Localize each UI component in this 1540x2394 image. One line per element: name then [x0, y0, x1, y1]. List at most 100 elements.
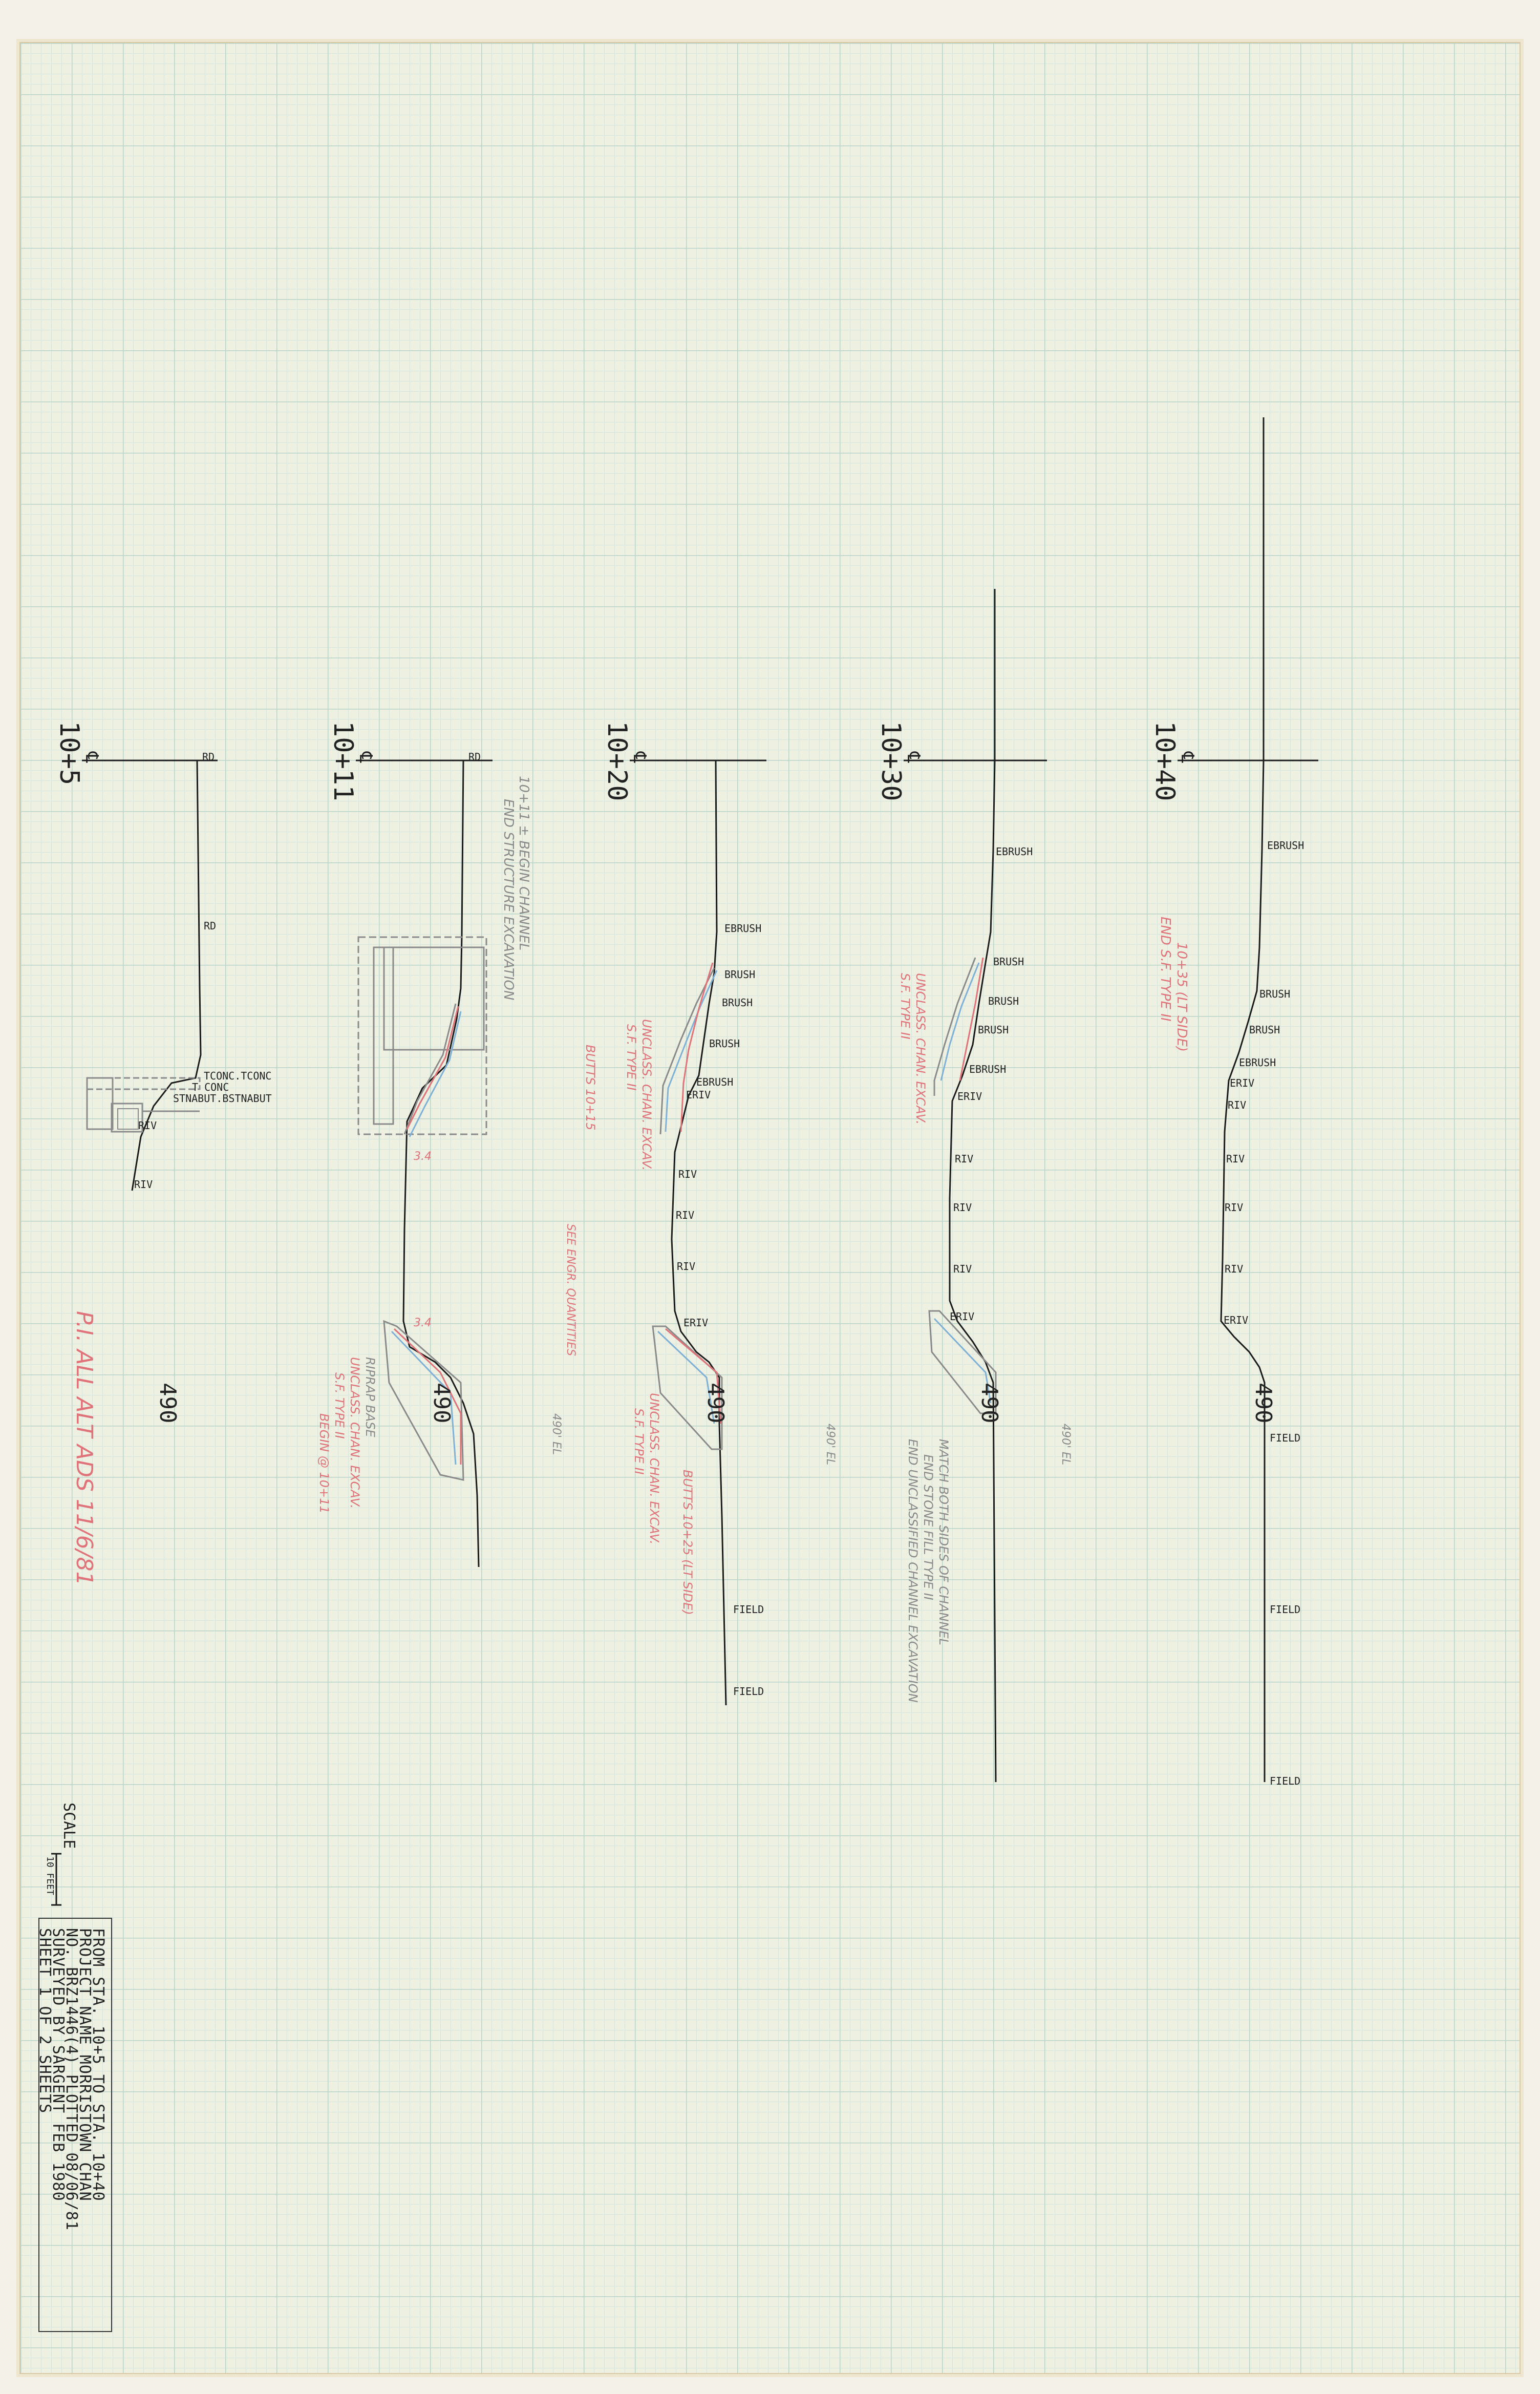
section-10-11: 10+11 ℄ RD 490 10+11 ± BEGIN CHANNEL END…	[317, 721, 563, 1567]
riprap-outline	[409, 1011, 462, 1137]
point-label: RD	[202, 751, 215, 763]
point-label: RIV	[134, 1178, 153, 1191]
point-label: RIV	[953, 1263, 972, 1275]
point-label: RD	[468, 751, 481, 763]
point-label: BRUSH	[978, 1024, 1009, 1036]
point-label: RIV	[1225, 1263, 1243, 1275]
point-label: FIELD	[733, 1685, 764, 1698]
point-label: BRUSH	[988, 995, 1019, 1007]
title-block: FROM STA. 10+5 TO STA. 10+40 PROJECT NAM…	[36, 1918, 112, 2332]
point-label: RIV	[1225, 1201, 1243, 1214]
point-label: ERIV	[686, 1089, 711, 1101]
point-label: BRUSH	[724, 968, 755, 981]
excavation-line	[959, 957, 984, 1081]
riprap-base	[652, 1325, 723, 1450]
handwritten-note: S.F. TYPE II	[898, 973, 912, 1040]
centerline-symbol: ℄	[81, 751, 102, 763]
riprap-base-blue	[657, 1330, 715, 1424]
scale-bar-text: 10 FEET	[45, 1856, 55, 1895]
handwritten-note: 10+11 ± BEGIN CHANNEL	[516, 776, 531, 950]
riprap-outline	[933, 957, 976, 1096]
excavation-line	[406, 1006, 459, 1130]
section-10-40: 10+40 ℄ EBRUSH BRUSH BRUSH EBRUSH ERIV R…	[1149, 417, 1318, 1787]
point-label: ERIV	[683, 1317, 708, 1329]
handwritten-note: MATCH BOTH SIDES OF CHANNEL	[936, 1439, 951, 1645]
elevation-label: 490	[702, 1383, 729, 1423]
handwritten-note: END UNCLASSIFIED CHANNEL EXCAVATION	[906, 1439, 920, 1703]
point-label: STNABUT.BSTNABUT	[173, 1092, 272, 1105]
excavation-line	[665, 1328, 722, 1424]
station-label: 10+5	[54, 721, 84, 785]
wall-outline	[357, 936, 487, 1135]
abutment-outline	[86, 1077, 114, 1130]
section-10-30: 10+30 ℄ EBRUSH BRUSH BRUSH BRUSH EBRUSH …	[875, 589, 1072, 1783]
point-label: FIELD	[1270, 1775, 1300, 1787]
section-10-5: 10+5 ℄ RD RD TCONC.TCONC T CONC STNABUT.…	[54, 721, 272, 1423]
handwritten-note: SEE ENGR. QUANTITIES	[564, 1224, 577, 1356]
excavation-line	[393, 1328, 462, 1465]
section-10-20: 10+20 ℄ EBRUSH BRUSH BRUSH BRUSH EBRUSH …	[564, 721, 837, 1706]
point-label: RIV	[676, 1209, 694, 1221]
point-label: ERIV	[957, 1090, 982, 1103]
point-label: ERIV	[1224, 1314, 1248, 1326]
point-label: RIV	[138, 1119, 157, 1132]
handwritten-note: BEGIN @ 10+11	[317, 1413, 331, 1514]
point-label: T CONC	[192, 1081, 229, 1093]
point-label: EBRUSH	[724, 922, 761, 935]
handwritten-note: UNCLASS. CHAN. EXCAV.	[647, 1393, 661, 1544]
approval-note: P.I. ALL ALT ADS 11/6/81	[71, 1311, 97, 1586]
handwritten-note: 490' EL	[824, 1424, 837, 1465]
riprap-outline	[659, 967, 715, 1135]
point-label: FIELD	[1270, 1603, 1300, 1616]
riprap-outline	[403, 1003, 457, 1135]
ground-profile	[949, 760, 997, 1783]
point-label: EBRUSH	[1239, 1056, 1276, 1069]
handwritten-note: 3.4	[414, 1317, 432, 1329]
point-label: RIV	[955, 1153, 973, 1165]
elevation-label: 490	[976, 1383, 1002, 1423]
elevation-label: 490	[1250, 1383, 1276, 1423]
handwritten-note: S.F. TYPE II	[632, 1408, 646, 1475]
point-label: FIELD	[733, 1603, 764, 1616]
station-label: 10+30	[875, 721, 906, 801]
handwritten-note: BUTTS 10+25 (LT SIDE)	[680, 1470, 695, 1615]
point-label: EBRUSH	[969, 1063, 1006, 1075]
scale-bar: SCALE 10 FEET	[45, 1803, 78, 1906]
riprap-base-blue	[933, 1318, 992, 1404]
riprap-outline-blue	[665, 970, 718, 1132]
point-label: RIV	[953, 1201, 972, 1214]
point-label: RIV	[1226, 1153, 1245, 1165]
footing-outline	[111, 1103, 143, 1133]
station-label: 10+20	[602, 721, 632, 801]
handwritten-note: END STRUCTURE EXCAVATION	[501, 799, 516, 1000]
centerline-symbol: ℄	[629, 751, 650, 763]
handwritten-note: S.F. TYPE II	[332, 1372, 347, 1439]
point-label: RIV	[678, 1168, 697, 1180]
point-label: BRUSH	[1259, 988, 1290, 1000]
excavation-line	[680, 962, 714, 1132]
handwritten-note: S.F. TYPE II	[624, 1024, 638, 1091]
point-label: ERIV	[950, 1310, 974, 1323]
point-label: RD	[204, 920, 216, 932]
centerline-symbol: ℄	[1177, 751, 1197, 763]
riprap-base	[928, 1310, 997, 1414]
elevation-label: 490	[429, 1383, 455, 1423]
handwritten-note: END STONE FILL TYPE II	[921, 1454, 935, 1600]
title-sheet: SHEET 1 OF 2 SHEETS	[36, 1928, 54, 2114]
point-label: ERIV	[1230, 1077, 1254, 1089]
riprap-base	[383, 1320, 464, 1481]
station-label: 10+11	[328, 721, 358, 801]
footing-outline	[117, 1108, 139, 1130]
handwritten-note: UNCLASS. CHAN. EXCAV.	[639, 1019, 654, 1171]
handwritten-note: 490' EL	[550, 1413, 563, 1455]
handwritten-note: RIPRAP BASE	[363, 1357, 377, 1438]
handwritten-note: END S.F. TYPE II	[1158, 917, 1173, 1022]
elevation-label: 490	[155, 1383, 181, 1423]
point-label: BRUSH	[722, 997, 753, 1009]
handwritten-note: BUTTS 10+15	[583, 1045, 597, 1130]
ground-profile	[671, 760, 727, 1706]
point-label: RIV	[1228, 1099, 1246, 1111]
point-label: EBRUSH	[996, 845, 1033, 858]
